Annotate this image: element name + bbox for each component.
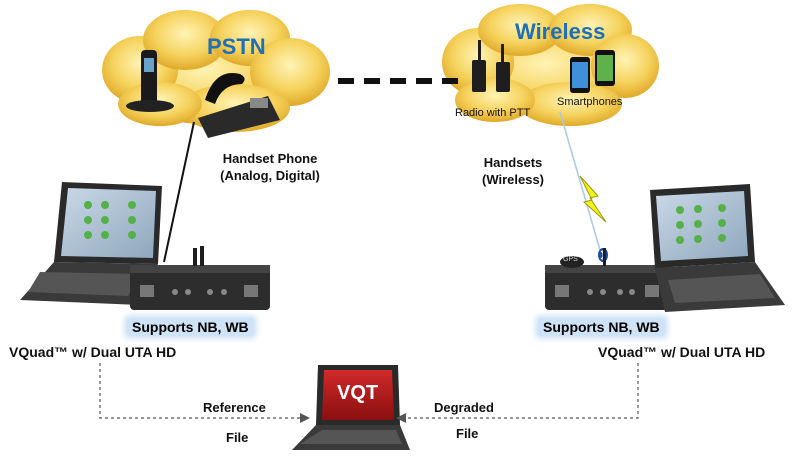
left-station-name: VQuad™ w/ Dual UTA HD — [9, 344, 177, 360]
smartphones-icon — [570, 50, 615, 93]
handsets-wireless-line2: (Wireless) — [481, 172, 545, 187]
right-uta-device-icon — [545, 248, 670, 310]
smartphones-label: Smartphones — [557, 96, 623, 108]
gps-antenna-icon — [560, 256, 584, 268]
right-laptop-icon — [650, 184, 785, 312]
cordless-phone-icon — [126, 50, 174, 112]
pstn-title: PSTN — [207, 34, 266, 59]
pstn-handset-line — [163, 121, 195, 263]
left-supports-badge: Supports NB, WB — [127, 318, 254, 336]
wireless-link-lightning — [559, 111, 607, 251]
degraded-label: Degraded — [434, 400, 494, 415]
radio-ptt-label: Radio with PTT — [455, 107, 531, 119]
vqt-laptop-icon — [292, 365, 410, 450]
reference-file-arrowhead — [300, 413, 310, 423]
reference-label: Reference — [203, 400, 266, 415]
reference-file-flow — [99, 363, 304, 419]
wireless-title: Wireless — [515, 19, 606, 44]
degraded-file-label: File — [456, 426, 479, 441]
gps-label: GPS — [563, 256, 578, 263]
left-laptop-icon — [20, 182, 162, 305]
right-supports-badge: Supports NB, WB — [538, 318, 665, 336]
handset-phone-label: Handset Phone (Analog, Digital) — [205, 150, 335, 184]
vqt-screen-label: VQT — [337, 382, 379, 404]
degraded-file-arrowhead — [396, 413, 406, 423]
radio-ptt-icon — [472, 40, 510, 92]
degraded-file-flow — [402, 363, 639, 419]
desk-phone-icon — [198, 73, 280, 138]
handsets-wireless-label: Handsets (Wireless) — [468, 154, 558, 188]
handset-phone-line1: Handset Phone — [222, 151, 318, 166]
right-station-name: VQuad™ w/ Dual UTA HD — [598, 344, 766, 360]
left-uta-device-icon — [130, 246, 270, 310]
handsets-wireless-line1: Handsets — [483, 155, 543, 170]
handset-phone-line2: (Analog, Digital) — [220, 168, 320, 183]
reference-file-label: File — [226, 430, 249, 445]
